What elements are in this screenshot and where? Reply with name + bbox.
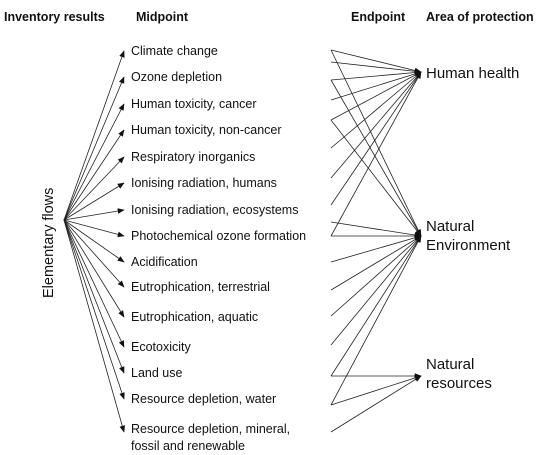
- area-natural-environment-line2: Environment: [426, 237, 511, 254]
- endpoint-link: [330, 71, 422, 149]
- flow-arrow: [63, 208, 125, 221]
- flow-arrow: [63, 103, 125, 221]
- endpoint-link: [330, 69, 422, 81]
- flow-arrow: [63, 182, 125, 221]
- midpoint-ionising-radiation-humans: Ionising radiation, humans: [131, 176, 277, 190]
- midpoint-land-use: Land use: [131, 366, 182, 380]
- midpoint-resource-depletion-mineral: Resource depletion, mineral,: [131, 422, 290, 436]
- flow-arrow: [63, 219, 125, 238]
- endpoint-link: [330, 71, 422, 206]
- flow-arrow: [63, 156, 125, 221]
- midpoint-acidification: Acidification: [131, 255, 198, 269]
- endpoint-link: [330, 235, 422, 317]
- endpoint-link: [330, 119, 422, 237]
- header-endpoint: Endpoint: [351, 10, 406, 24]
- endpoint-link: [330, 61, 422, 75]
- endpoint-link: [330, 375, 422, 433]
- flow-arrow: [63, 219, 125, 374]
- flow-arrow: [63, 219, 125, 400]
- midpoint-eutrophication-terrestrial: Eutrophication, terrestrial: [131, 280, 270, 294]
- midpoint-respiratory-inorganics: Respiratory inorganics: [131, 150, 255, 164]
- endpoint-link: [330, 49, 422, 237]
- midpoint-eutrophication-aquatic: Eutrophication, aquatic: [131, 310, 258, 324]
- midpoint-photochemical-ozone-formation: Photochemical ozone formation: [131, 229, 306, 243]
- area-natural-resources-line1: Natural: [426, 356, 474, 373]
- area-natural-environment-line1: Natural: [426, 218, 474, 235]
- flow-arrow: [63, 50, 125, 221]
- midpoint-resource-depletion-fossil: fossil and renewable: [131, 439, 245, 453]
- flow-arrow: [63, 219, 125, 348]
- endpoint-link: [330, 375, 422, 406]
- midpoint-ozone-depletion: Ozone depletion: [131, 70, 222, 84]
- area-natural-resources-line2: resources: [426, 375, 492, 392]
- header-area-of-protection: Area of protection: [426, 10, 534, 24]
- endpoint-link: [330, 221, 422, 238]
- flow-arrow: [63, 76, 125, 221]
- endpoint-link: [330, 235, 422, 406]
- endpoint-link: [330, 235, 422, 377]
- endpoint-links: [330, 49, 422, 433]
- flow-arrow: [63, 129, 125, 221]
- flow-arrow: [63, 219, 125, 433]
- endpoint-link: [330, 235, 422, 346]
- midpoint-ecotoxicity: Ecotoxicity: [131, 340, 191, 354]
- flow-arrow: [63, 219, 125, 288]
- midpoint-resource-depletion-water: Resource depletion, water: [131, 392, 276, 406]
- header-midpoint: Midpoint: [136, 10, 189, 24]
- midpoint-climate-change: Climate change: [131, 44, 218, 58]
- endpoint-link: [330, 235, 422, 263]
- endpoint-link: [330, 71, 422, 237]
- area-human-health: Human health: [426, 65, 519, 82]
- elementary-flows-label: Elementary flows: [41, 188, 57, 298]
- endpoint-link: [330, 79, 422, 237]
- endpoint-link: [330, 71, 422, 179]
- midpoint-human-toxicity-cancer: Human toxicity, cancer: [131, 97, 257, 111]
- midpoint-ionising-radiation-ecosystems: Ionising radiation, ecosystems: [131, 203, 298, 217]
- endpoint-link: [330, 49, 422, 74]
- endpoint-link: [330, 71, 422, 121]
- endpoint-link: [330, 71, 422, 101]
- midpoint-human-toxicity-non-cancer: Human toxicity, non-cancer: [131, 123, 282, 137]
- flow-arrow: [63, 219, 125, 318]
- header-inventory-results: Inventory results: [4, 10, 105, 24]
- flow-arrow: [63, 219, 125, 263]
- endpoint-link: [330, 235, 422, 291]
- flow-arrows: [63, 50, 125, 433]
